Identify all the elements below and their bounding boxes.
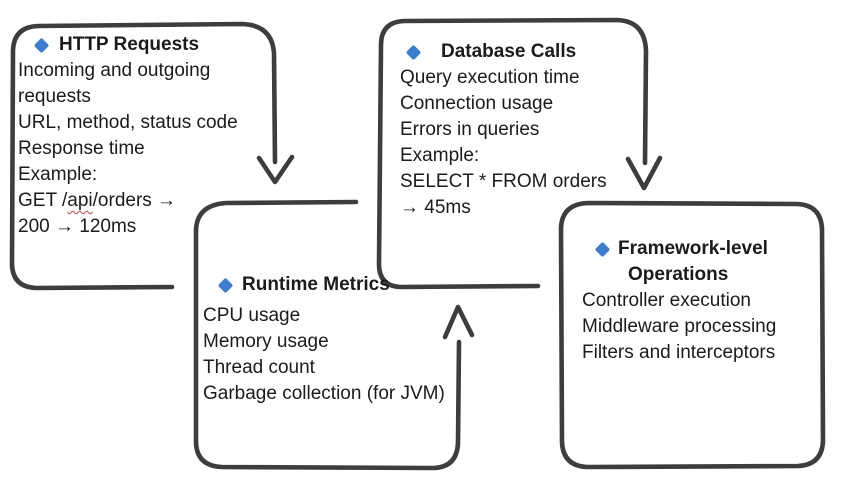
text-line: Incoming and outgoing: [18, 60, 211, 81]
box-title-line1: Framework-level: [618, 238, 768, 259]
text-line: Query execution time: [400, 67, 580, 88]
text-line: Controller execution: [582, 290, 751, 311]
text-line: → 45ms: [400, 197, 471, 218]
box-framework-operations: Framework-level Operations Controller ex…: [582, 236, 776, 366]
text-line: SELECT * FROM orders: [400, 171, 607, 192]
text-line: Memory usage: [203, 331, 329, 352]
arrow-runtime-to-db-head: [442, 304, 475, 340]
text-line: Garbage collection (for JVM): [203, 383, 445, 404]
example-request-pre: GET /: [18, 190, 68, 211]
text-line: Connection usage: [400, 93, 554, 114]
box-title-row: HTTP Requests: [18, 32, 238, 58]
example-request-typo-word: api: [67, 190, 93, 211]
diamond-bullet-icon: [405, 44, 422, 60]
example-result-line: 200 → 120ms: [18, 216, 137, 237]
box-title-line2: Operations: [628, 264, 729, 285]
arrow-db-to-framework-head: [625, 155, 663, 191]
text-line: Thread count: [203, 357, 315, 378]
box-title: Runtime Metrics: [242, 274, 390, 295]
diamond-bullet-icon: [33, 37, 50, 53]
diamond-bullet-icon: [594, 241, 611, 257]
box-outline-framework-operations: [558, 200, 826, 470]
box-title: Database Calls: [441, 41, 577, 62]
box-outline-http-requests: [9, 21, 278, 291]
box-title: HTTP Requests: [59, 34, 200, 55]
arrow-http-to-runtime-head: [256, 154, 295, 185]
box-outline-runtime-metrics: [193, 199, 462, 471]
example-request-line: GET /api/orders →: [18, 188, 238, 214]
text-line: Example:: [400, 145, 480, 166]
text-line: CPU usage: [203, 305, 301, 326]
diamond-bullet-icon: [217, 277, 234, 293]
box-title-row: Framework-level: [582, 236, 776, 262]
box-title-row: Runtime Metrics: [203, 272, 445, 298]
text-line: Filters and interceptors: [582, 342, 776, 363]
example-request-post: /orders →: [92, 190, 177, 211]
text-line: Errors in queries: [400, 119, 540, 140]
text-line: URL, method, status code: [18, 112, 238, 133]
text-line: Response time: [18, 138, 145, 159]
text-line: Middleware processing: [582, 316, 777, 337]
text-line: requests: [18, 86, 91, 107]
box-title-row: Database Calls: [400, 39, 607, 65]
box-http-requests: HTTP Requests Incoming and outgoing reque…: [18, 32, 238, 240]
box-outline-database-calls: [376, 17, 649, 290]
text-line: Example:: [18, 164, 98, 185]
